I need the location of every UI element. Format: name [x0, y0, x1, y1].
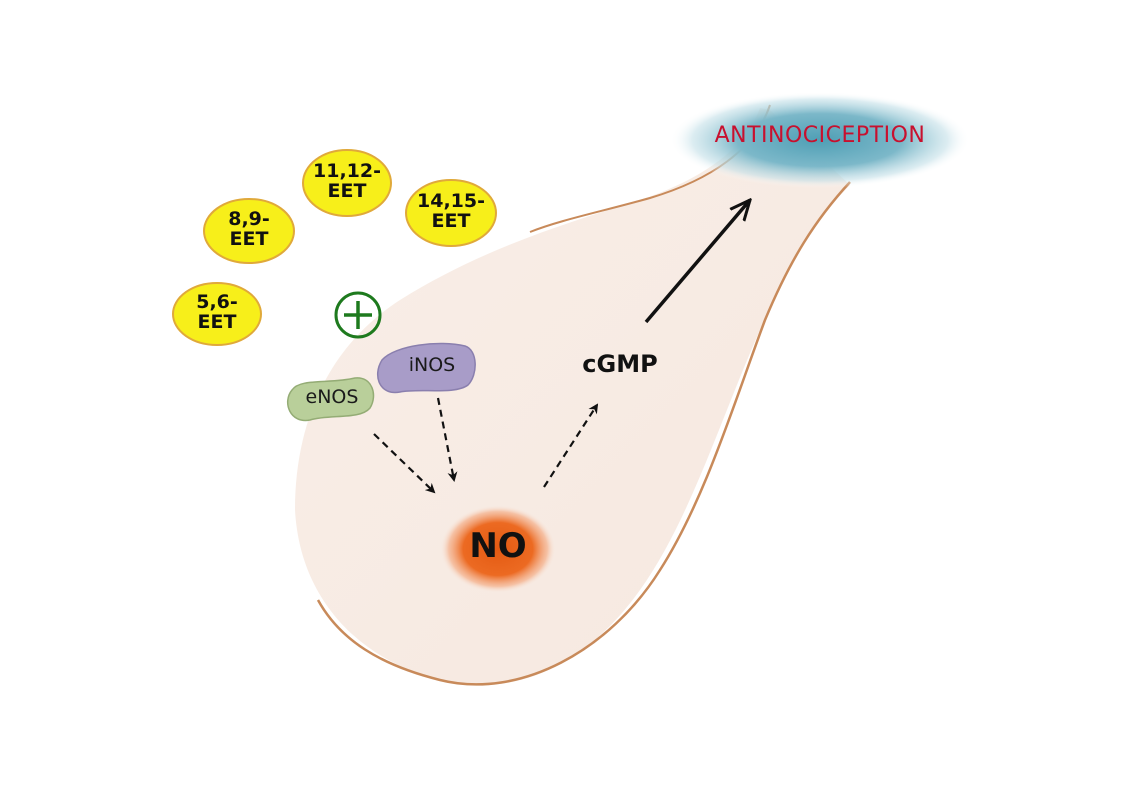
antinociception-label: ANTINOCICEPTION — [714, 123, 926, 148]
no-glow — [440, 505, 556, 593]
eet-5-6-bubble — [172, 282, 262, 346]
eet-11-12-line2: EET — [327, 179, 367, 202]
cell-membrane-lower — [316, 181, 851, 686]
enos-blob — [287, 377, 375, 422]
neuron-cell-body — [295, 108, 850, 686]
eet-8-9-line2: EET — [229, 227, 269, 250]
eet-8-9-bubble — [203, 198, 295, 264]
eet-11-12-bubble — [302, 149, 392, 217]
eet-14-15-line1: 14,15- — [417, 190, 485, 212]
eet-5-6-line1: 5,6- — [196, 291, 238, 313]
inos-blob — [377, 342, 476, 394]
eet-11-12-label: 11,12- EET — [303, 160, 391, 202]
eet-5-6-label: 5,6- EET — [173, 291, 261, 333]
plus-circle-icon — [334, 291, 382, 339]
eet-14-15-line2: EET — [431, 209, 471, 232]
eet-8-9-label: 8,9- EET — [204, 208, 294, 250]
eet-14-15-label: 14,15- EET — [406, 190, 496, 232]
inos-to-no-arrow — [436, 397, 458, 482]
cgmp-label: cGMP — [582, 350, 658, 378]
antinociception-glow — [670, 92, 970, 188]
cgmp-to-antinociception-arrow — [644, 200, 750, 324]
inos-label: iNOS — [408, 354, 456, 376]
eet-5-6-line2: EET — [197, 310, 237, 333]
eet-8-9-line1: 8,9- — [228, 208, 270, 230]
enos-to-no-arrow — [373, 433, 436, 494]
enos-label: eNOS — [305, 386, 359, 408]
no-label: NO — [469, 526, 527, 566]
eet-14-15-bubble — [405, 179, 497, 247]
no-to-cgmp-arrow — [543, 403, 599, 488]
eet-11-12-line1: 11,12- — [313, 160, 381, 182]
